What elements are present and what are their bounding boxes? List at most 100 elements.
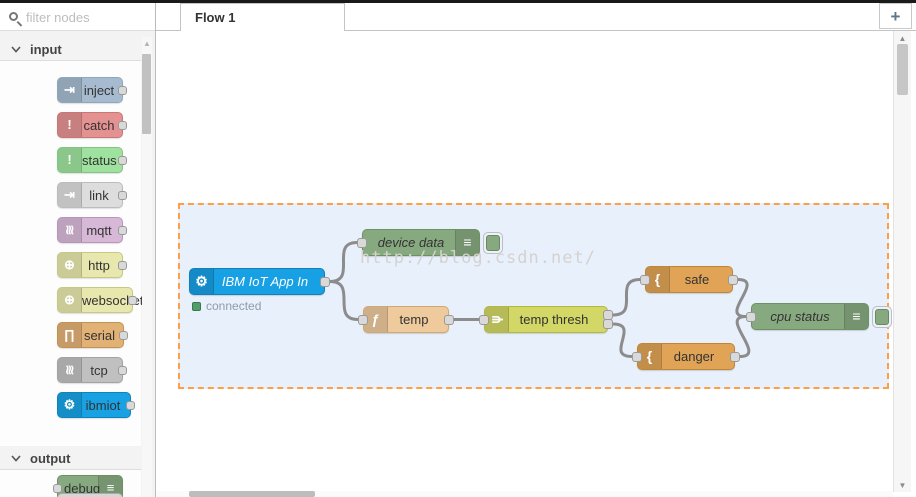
node-port[interactable] <box>53 484 62 493</box>
flow-node-temp-thresh[interactable]: ⋔ temp thresh <box>479 306 613 333</box>
input-port[interactable] <box>632 351 642 362</box>
link-icon: ⇥ <box>58 183 82 207</box>
tab-label: Flow 1 <box>195 10 236 25</box>
palette-category-header-input[interactable]: input <box>0 37 141 61</box>
palette-node-websocket[interactable]: ⊕websocket <box>57 287 144 313</box>
palette-node-label: status <box>82 153 117 168</box>
chip-icon: ⚙ <box>190 269 214 294</box>
horizontal-scrollbar-thumb[interactable] <box>189 491 315 497</box>
palette-node-ibmiot[interactable]: ⚙ibmiot <box>57 392 135 418</box>
palette-node-label: tcp <box>90 363 108 378</box>
debug-toggle-button[interactable] <box>872 306 892 328</box>
list-icon: ≡ <box>98 476 122 497</box>
palette-filter-input[interactable] <box>26 7 136 27</box>
input-port[interactable] <box>640 274 650 285</box>
inject-icon: ⇥ <box>58 78 82 102</box>
palette-node-status[interactable]: !status <box>57 147 127 173</box>
palette-node-tcp[interactable]: ≋tcp <box>57 357 127 383</box>
palette-node-partial[interactable] <box>57 493 123 497</box>
palette-node-label: mqtt <box>86 223 112 238</box>
list-icon: ≡ <box>455 230 479 255</box>
flow-node-label: temp thresh <box>519 312 589 327</box>
chevron-down-icon <box>11 446 21 469</box>
globe-icon: ⊕ <box>58 288 82 312</box>
debug-toggle-button[interactable] <box>483 232 503 254</box>
node-port[interactable] <box>119 331 128 340</box>
palette-node-label: link <box>89 188 109 203</box>
ripple-icon: ≋ <box>58 218 82 242</box>
palette-node-inject[interactable]: ⇥inject <box>57 77 127 103</box>
palette-node-catch[interactable]: !catch <box>57 112 127 138</box>
palette-category-label: input <box>30 42 62 57</box>
switch-icon: ⋔ <box>485 307 509 332</box>
node-port[interactable] <box>128 296 137 305</box>
template-icon: { <box>646 267 670 292</box>
palette-node-serial[interactable]: ∏serial <box>57 322 128 348</box>
palette-sidebar: input⇥inject!catch!status⇥link≋mqtt⊕http… <box>0 3 156 497</box>
node-port[interactable] <box>118 121 127 130</box>
input-port[interactable] <box>746 311 756 322</box>
node-port[interactable] <box>118 156 127 165</box>
status-text: connected <box>206 299 262 313</box>
palette-scrollbar-thumb[interactable] <box>142 54 151 134</box>
node-port[interactable] <box>118 191 127 200</box>
flow-node-label: device data <box>377 235 445 250</box>
node-port[interactable] <box>126 401 135 410</box>
output-port[interactable] <box>444 314 454 325</box>
output-port[interactable] <box>728 274 738 285</box>
node-port[interactable] <box>118 226 127 235</box>
add-flow-button[interactable]: + <box>879 3 912 29</box>
palette-node-label: http <box>88 258 110 273</box>
flow-node-label: safe <box>684 272 710 287</box>
canvas-vertical-scrollbar[interactable]: ▲ ▼ <box>893 31 911 492</box>
flow-node-cpu-status[interactable]: ≡ cpu status <box>746 303 892 330</box>
chip-icon: ⚙ <box>58 393 82 417</box>
flow-node-danger[interactable]: {danger <box>632 343 740 370</box>
node-port[interactable] <box>118 366 127 375</box>
scroll-down-icon[interactable]: ▼ <box>898 481 907 490</box>
flow-node-label: cpu status <box>770 309 830 324</box>
palette-search <box>0 3 155 31</box>
palette-node-list: input⇥inject!catch!status⇥link≋mqtt⊕http… <box>0 31 144 497</box>
palette-node-mqtt[interactable]: ≋ mqtt <box>57 217 127 243</box>
output-port[interactable] <box>320 276 330 287</box>
flow-node-safe[interactable]: { safe <box>640 266 738 293</box>
palette-node-label: catch <box>83 118 115 133</box>
palette-scrollbar[interactable]: ▲ <box>142 37 152 497</box>
list-icon: ≡ <box>844 304 868 329</box>
scroll-up-icon[interactable]: ▲ <box>143 39 151 48</box>
palette-node-label: websocket <box>82 293 144 308</box>
palette-category-header-output[interactable]: output <box>0 446 141 470</box>
globe-icon: ⊕ <box>58 253 82 277</box>
palette-node-label: serial <box>83 328 116 343</box>
palette-node-debug[interactable]: ≡debug <box>53 475 123 497</box>
node-port[interactable] <box>118 261 127 270</box>
scroll-up-icon[interactable]: ▲ <box>898 34 907 43</box>
input-port[interactable] <box>358 314 368 325</box>
node-port[interactable] <box>118 86 127 95</box>
output-port[interactable] <box>730 351 740 362</box>
header-strip <box>0 0 916 3</box>
vertical-scrollbar-thumb[interactable] <box>897 44 908 95</box>
input-port[interactable] <box>357 237 367 248</box>
tab-flow-1[interactable]: Flow 1 <box>180 3 345 31</box>
palette-node-label: ibmiot <box>85 398 121 413</box>
input-port[interactable] <box>479 314 489 325</box>
flow-node-device-data[interactable]: ≡ device data <box>357 229 503 256</box>
function-icon: ƒ <box>364 307 388 332</box>
palette-node-link[interactable]: ⇥ link <box>57 182 127 208</box>
palette-node-http[interactable]: ⊕ http <box>57 252 127 278</box>
palette-node-label: debug <box>64 481 101 496</box>
exclamation-icon: ! <box>58 113 82 137</box>
flow-node-ibmiot-in[interactable]: ⚙IBM IoT App In <box>189 268 330 295</box>
selection-rectangle <box>178 203 889 389</box>
flow-node-label: danger <box>673 349 715 364</box>
wave-icon: ∏ <box>58 323 82 347</box>
debug-toggle-inner <box>875 309 889 325</box>
canvas-horizontal-scrollbar[interactable] <box>156 491 893 497</box>
output-port[interactable] <box>603 319 613 329</box>
flow-node-label: temp <box>399 312 429 327</box>
